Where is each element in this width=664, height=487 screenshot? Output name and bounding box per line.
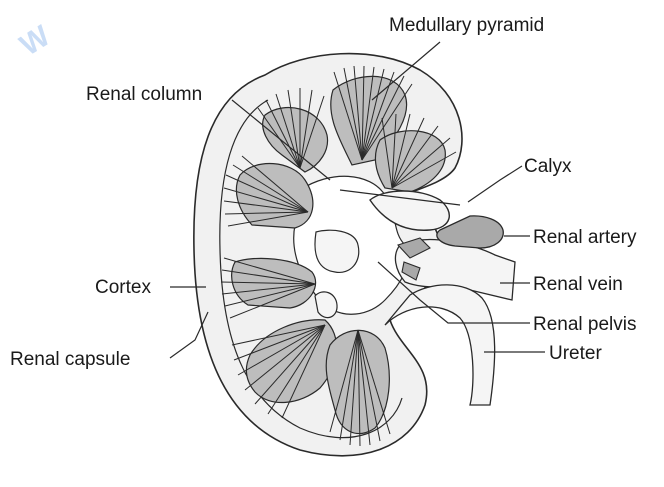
label-ureter: Ureter	[549, 343, 602, 364]
label-renal-vein: Renal vein	[533, 274, 623, 295]
label-calyx: Calyx	[524, 156, 572, 177]
leader-calyx-2	[468, 166, 522, 202]
renal-column-shape	[315, 230, 359, 272]
label-renal-column: Renal column	[86, 84, 202, 105]
label-cortex: Cortex	[95, 277, 151, 298]
watermark-letter: W	[14, 19, 56, 62]
label-renal-pelvis: Renal pelvis	[533, 314, 637, 335]
label-renal-capsule: Renal capsule	[10, 349, 130, 370]
label-renal-artery: Renal artery	[533, 227, 637, 248]
label-medullary-pyramid: Medullary pyramid	[389, 15, 544, 36]
